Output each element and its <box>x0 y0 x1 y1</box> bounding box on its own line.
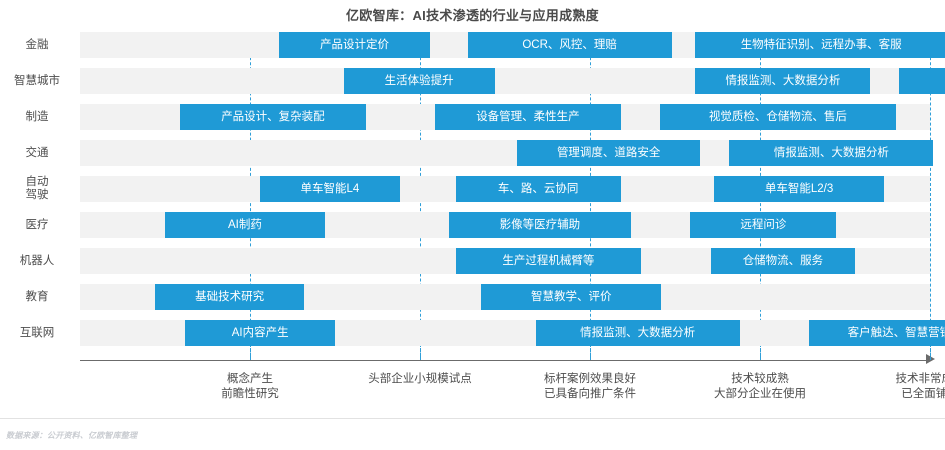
chart-row: AI制药 影像等医疗辅助 远程问诊 <box>80 212 930 238</box>
bar-segment[interactable]: 安防 <box>899 68 945 94</box>
page-title: 亿欧智库：AI技术渗透的行业与应用成熟度 <box>345 8 599 23</box>
stage-label-line: 标杆案例效果良好 <box>544 373 636 385</box>
bar-segment[interactable]: 影像等医疗辅助 <box>448 212 631 238</box>
axis-tick-1 <box>250 348 251 360</box>
row-label-line: 驾驶 <box>25 189 49 201</box>
bar-segment[interactable]: 单车智能L4 <box>260 176 400 202</box>
bar-segment[interactable]: 情报监测、大数据分析 <box>535 320 740 346</box>
row-label-line: 智慧城市 <box>14 74 60 87</box>
row-label-line: 交通 <box>25 146 49 159</box>
bar-segment[interactable]: 情报监测、大数据分析 <box>729 140 934 166</box>
row-label-line: 自动 <box>25 176 49 188</box>
bar-segment[interactable]: 生活体验提升 <box>343 68 495 94</box>
footer-divider <box>0 418 945 419</box>
row-label-机器人: 机器人 <box>0 255 74 268</box>
stage-label-line: 头部企业小规模试点 <box>368 373 472 385</box>
row-label-line: 教育 <box>25 290 49 303</box>
row-label-医疗: 医疗 <box>0 219 74 232</box>
bar-segment[interactable]: 智慧教学、评价 <box>481 284 662 310</box>
bar-segment[interactable]: AI内容产生 <box>185 320 335 346</box>
row-label-line: 制造 <box>25 110 49 123</box>
row-label-金融: 金融 <box>0 39 74 52</box>
bar-segment[interactable]: 产品设计定价 <box>278 32 431 58</box>
chart-row: 产品设计、复杂装配 设备管理、柔性生产 视觉质检、仓储物流、售后 <box>80 104 930 130</box>
bar-segment[interactable]: AI制药 <box>165 212 325 238</box>
bar-segment[interactable]: 单车智能L2/3 <box>714 176 885 202</box>
stage-label-line: 技术非常成熟 <box>895 373 945 385</box>
row-label-line: 机器人 <box>19 254 55 267</box>
stage-label-line: 大部分企业在使用 <box>714 388 806 400</box>
bar-segment[interactable]: 视觉质检、仓储物流、售后 <box>659 104 896 130</box>
stage-label-line: 已全面铺开 <box>901 388 945 400</box>
bar-segment[interactable]: OCR、风控、理赔 <box>467 32 672 58</box>
stage-label-5: 技术非常成熟已全面铺开 <box>840 372 945 402</box>
row-label-交通: 交通 <box>0 147 74 160</box>
row-label-制造: 制造 <box>0 111 74 124</box>
bar-segment[interactable]: 远程问诊 <box>690 212 837 238</box>
stage-label-line: 概念产生 <box>227 373 273 385</box>
stage-label-line: 前瞻性研究 <box>221 388 279 400</box>
bar-segment[interactable]: 产品设计、复杂装配 <box>180 104 366 130</box>
row-label-line: 金融 <box>25 38 49 51</box>
row-label-自动驾驶: 自动驾驶 <box>0 176 74 202</box>
stage-label-2: 头部企业小规模试点 <box>330 372 510 387</box>
bar-segment[interactable]: 客户触达、智慧营销 <box>809 320 945 346</box>
row-label-教育: 教育 <box>0 291 74 304</box>
row-label-line: 医疗 <box>25 218 49 231</box>
bar-segment[interactable]: 生产过程机械臂等 <box>455 248 641 274</box>
bar-segment[interactable]: 车、路、云协同 <box>455 176 621 202</box>
stage-label-line: 已具备向推广条件 <box>544 388 636 400</box>
stage-label-4: 技术较成熟大部分企业在使用 <box>670 372 850 402</box>
chart-row: 生活体验提升 情报监测、大数据分析 安防 <box>80 68 945 94</box>
gridline-5 <box>930 32 931 357</box>
axis-tick-4 <box>760 348 761 360</box>
row-label-智慧城市: 智慧城市 <box>0 75 74 88</box>
chart-row: 单车智能L4 车、路、云协同 单车智能L2/3 <box>80 176 930 202</box>
chart-row: 基础技术研究 智慧教学、评价 <box>80 284 930 310</box>
stage-label-3: 标杆案例效果良好已具备向推广条件 <box>500 372 680 402</box>
bar-segment[interactable]: 设备管理、柔性生产 <box>435 104 621 130</box>
bar-segment[interactable]: 管理调度、道路安全 <box>516 140 701 166</box>
chart-row: 管理调度、道路安全 情报监测、大数据分析 <box>80 140 934 166</box>
axis-tick-5 <box>930 348 931 360</box>
x-axis-line <box>80 360 928 361</box>
axis-tick-2 <box>420 348 421 360</box>
stage-label-1: 概念产生前瞻性研究 <box>160 372 340 402</box>
row-label-line: 互联网 <box>19 326 55 339</box>
bar-segment[interactable]: 基础技术研究 <box>154 284 305 310</box>
row-label-互联网: 互联网 <box>0 327 74 340</box>
chart-row: 生产过程机械臂等 仓储物流、服务 <box>80 248 930 274</box>
bar-segment[interactable]: 仓储物流、服务 <box>710 248 856 274</box>
chart-row: AI内容产生 情报监测、大数据分析 客户触达、智慧营销 <box>80 320 945 346</box>
source-note: 数据来源：公开资料、亿欧智库整理 <box>6 431 138 440</box>
stage-label-line: 技术较成熟 <box>731 373 789 385</box>
axis-tick-3 <box>590 348 591 360</box>
bar-segment[interactable]: 情报监测、大数据分析 <box>695 68 871 94</box>
bar-segment[interactable]: 生物特征识别、远程办事、客服 <box>695 32 945 58</box>
chart-row: 产品设计定价 OCR、风控、理赔生物特征识别、远程办事、客服 <box>80 32 945 58</box>
